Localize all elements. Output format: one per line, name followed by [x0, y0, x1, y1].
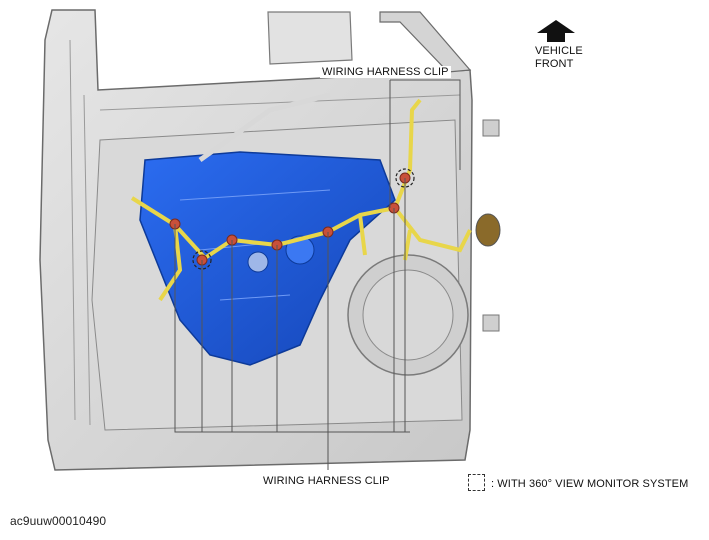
direction-line2: FRONT — [535, 58, 574, 70]
direction-line1: VEHICLE — [535, 45, 583, 57]
figure-code: ac9uuw00010490 — [10, 514, 107, 528]
top-clip-label: WIRING HARNESS CLIP — [320, 66, 451, 78]
mirror-mount — [267, 11, 353, 65]
legend-label: : WITH 360° VIEW MONITOR SYSTEM — [491, 478, 689, 490]
bottom-clip-label: WIRING HARNESS CLIP — [263, 475, 390, 487]
dashed-marker — [395, 168, 415, 188]
connector — [475, 213, 501, 247]
up-arrow-icon — [537, 20, 575, 42]
leader-lines — [174, 79, 461, 470]
dashed-marker — [192, 250, 212, 270]
window-frame — [379, 11, 472, 73]
direction-label: VEHICLE FRONT — [535, 45, 583, 71]
dashed-square-icon — [468, 474, 485, 491]
